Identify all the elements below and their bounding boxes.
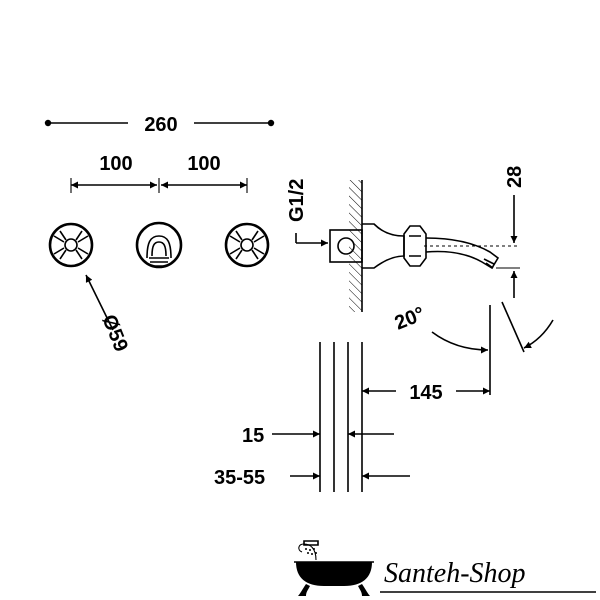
spout-side-view	[329, 223, 518, 270]
dimension-plate-thickness: 15	[242, 425, 394, 447]
dimension-overall-width: 260	[44, 114, 275, 136]
overall-width-label: 260	[144, 114, 177, 136]
spout-drop-label: 28	[504, 166, 526, 188]
wall-section	[349, 180, 363, 312]
dimension-thread: G1/2	[286, 179, 328, 247]
right-cross-handle	[224, 222, 270, 268]
dimension-handle-diameter: Ø59	[85, 274, 132, 355]
dimension-wall-range: 35-55	[214, 467, 410, 489]
brand-name: Santeh-Shop	[384, 558, 526, 589]
center-diverter	[135, 221, 183, 269]
dimension-spout-drop: 28	[496, 166, 526, 298]
handle-diameter-label: Ø59	[97, 312, 132, 355]
spout-projection-label: 145	[409, 382, 442, 404]
dimension-handle-spacing: 100 100	[70, 153, 248, 193]
spacing-right-label: 100	[187, 153, 220, 175]
plate-thickness-label: 15	[242, 425, 264, 447]
left-cross-handle	[48, 222, 94, 268]
dimension-spout-projection: 145	[362, 382, 490, 404]
bathtub-shower-icon	[294, 540, 374, 596]
spout-angle-label: 20°	[392, 303, 428, 335]
wall-extension-lines	[319, 342, 363, 492]
wall-range-label: 35-55	[214, 467, 265, 489]
spacing-left-label: 100	[99, 153, 132, 175]
thread-label: G1/2	[286, 179, 308, 222]
